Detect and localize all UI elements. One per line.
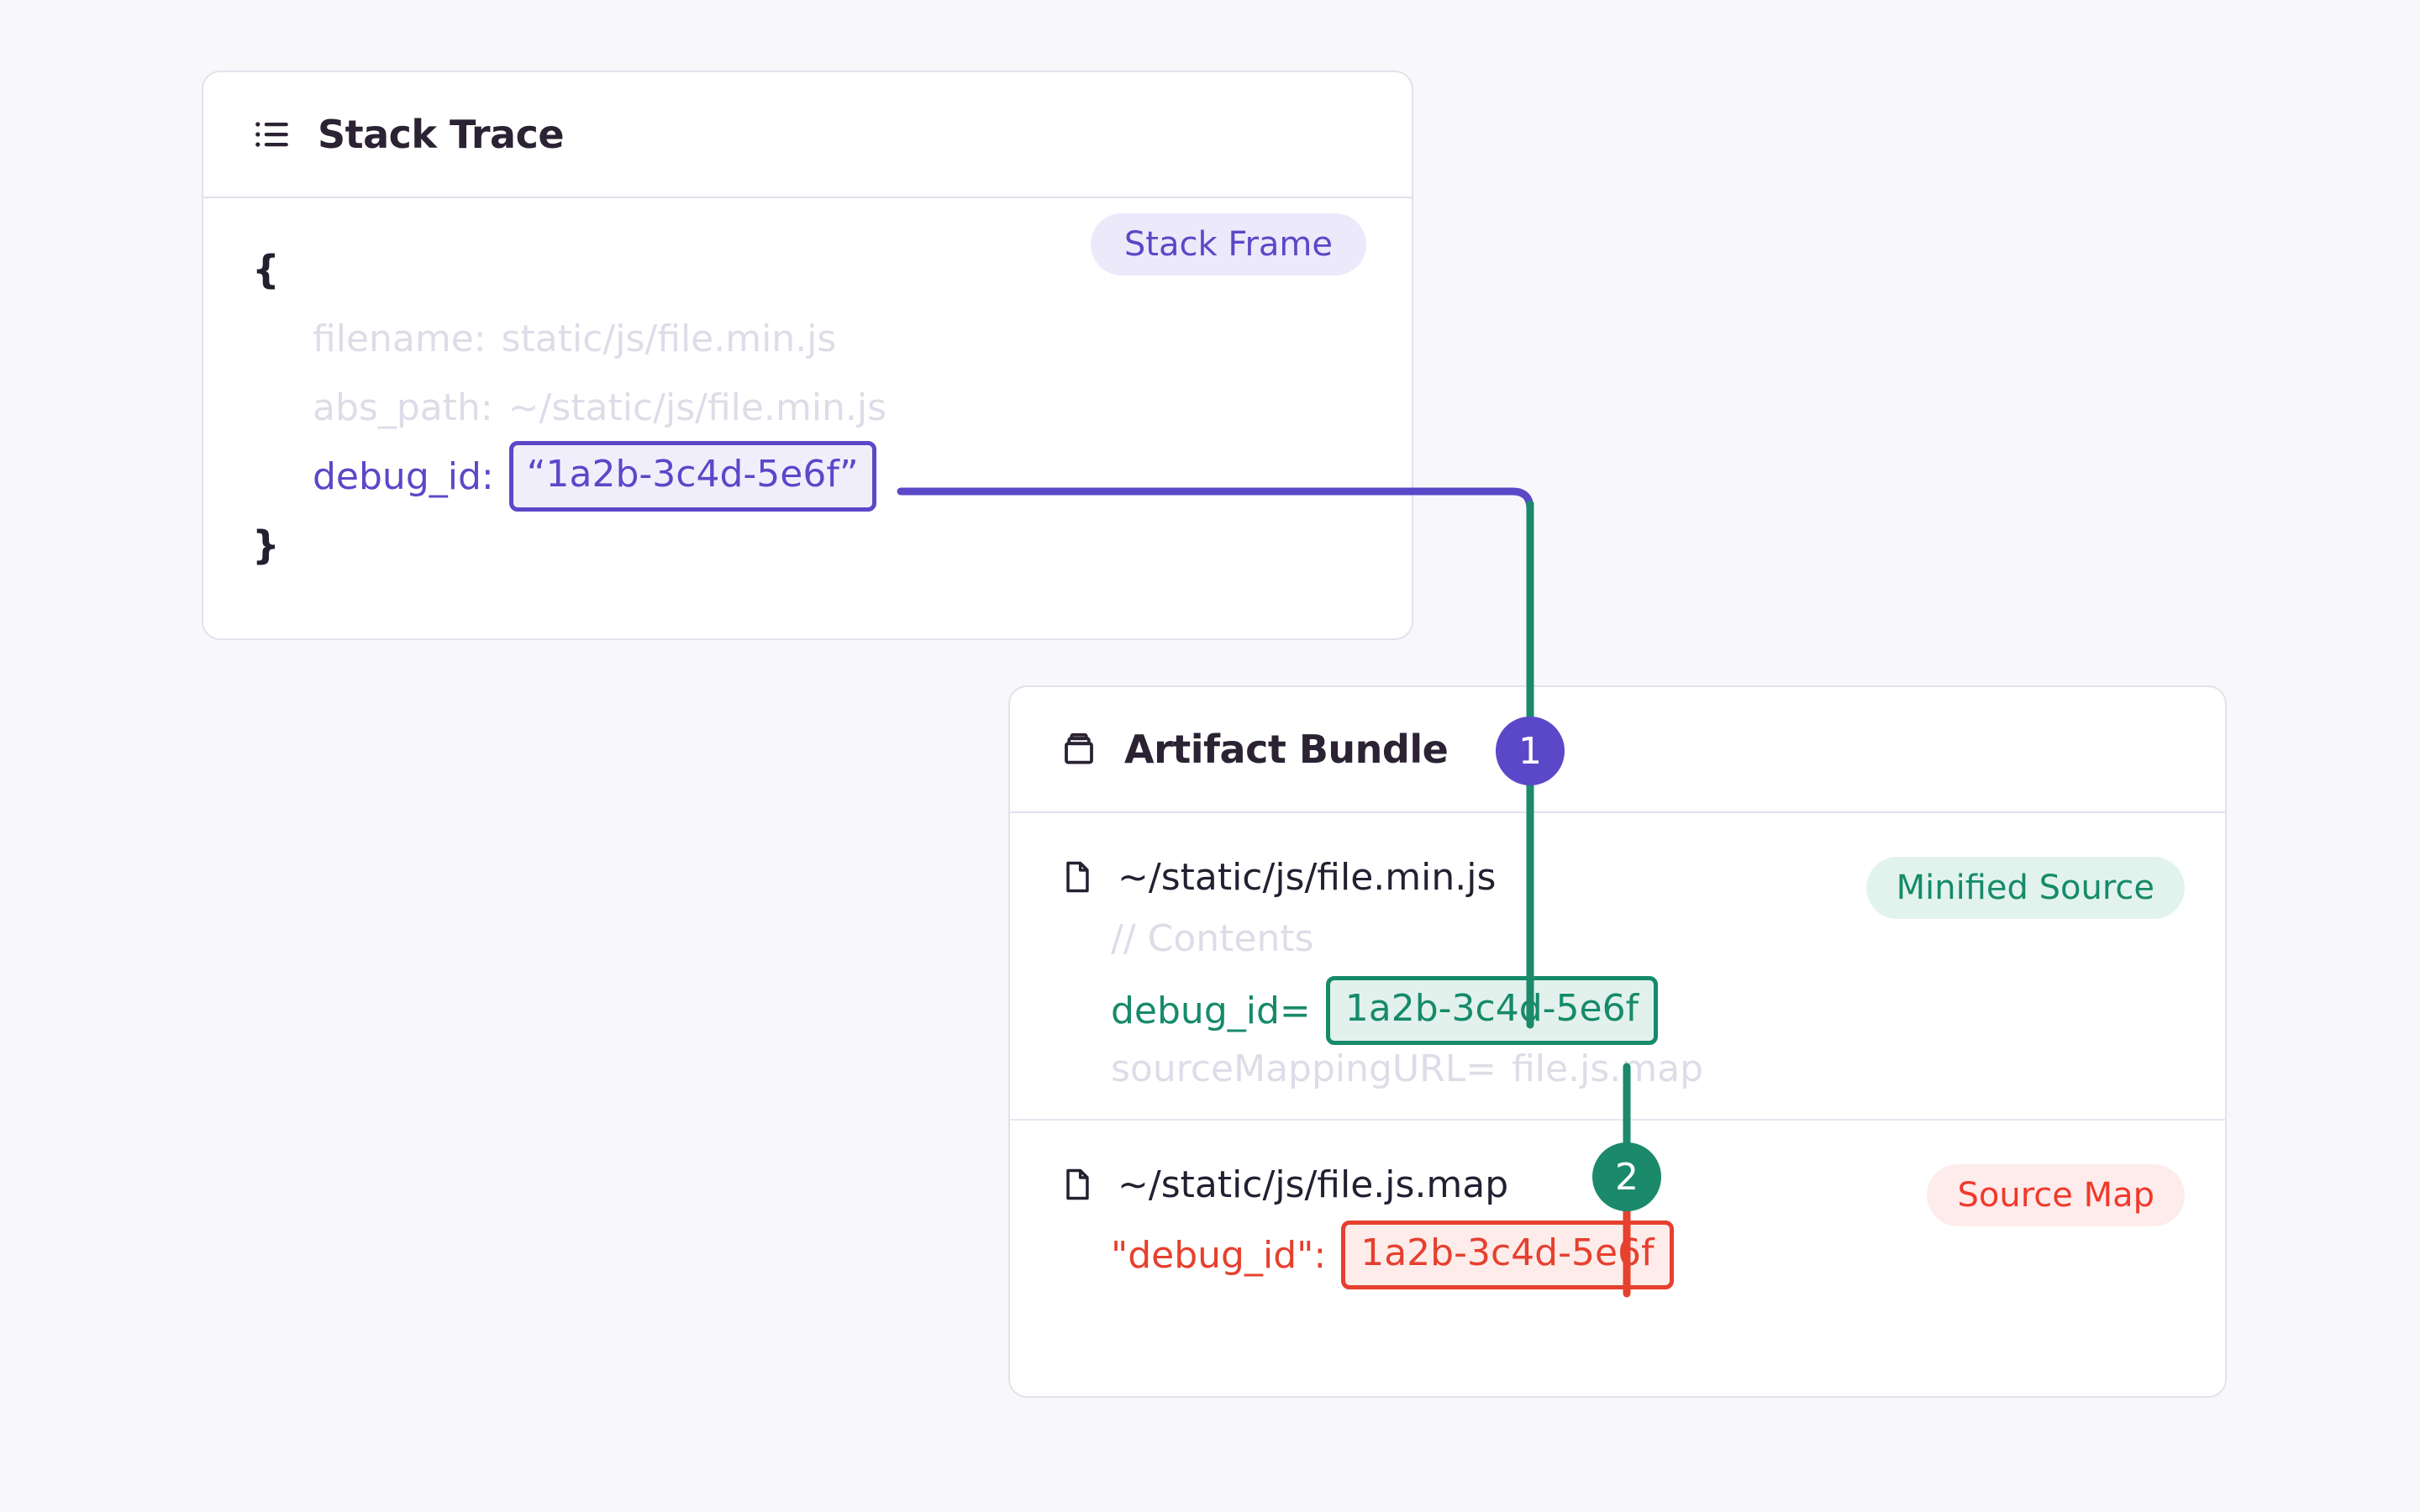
field-abs-path: abs_path: ~/static/js/file.min.js <box>203 373 1412 442</box>
stack-trace-header: Stack Trace <box>203 72 1412 198</box>
file-icon <box>1059 1166 1096 1203</box>
json-open-brace: { <box>252 247 280 292</box>
stack-trace-title: Stack Trace <box>318 112 565 157</box>
minified-contents-comment: // Contents <box>1111 916 1314 960</box>
archive-box-icon <box>1059 729 1099 769</box>
source-map-debug-id-key: "debug_id": <box>1111 1233 1327 1277</box>
field-abs-path-key: abs_path: <box>313 386 493 429</box>
field-filename: filename: static/js/file.min.js <box>203 304 1412 373</box>
minified-debug-id-value[interactable]: 1a2b-3c4d-5e6f <box>1325 976 1659 1045</box>
source-map-file-row[interactable]: ~/static/js/file.js.map <box>1010 1121 2225 1210</box>
stack-trace-body: Stack Frame { filename: static/js/file.m… <box>203 198 1412 580</box>
source-map-badge: Source Map <box>1927 1164 2185 1226</box>
source-map-file-name: ~/static/js/file.js.map <box>1118 1163 1509 1206</box>
artifact-bundle-header: Artifact Bundle <box>1010 687 2225 813</box>
step-marker-2: 2 <box>1592 1142 1661 1211</box>
list-icon <box>252 114 292 155</box>
source-mapping-url-value: file.js.map <box>1512 1047 1703 1090</box>
source-mapping-url-line: sourceMappingURL= file.js.map <box>1010 1047 2225 1119</box>
minified-source-file-name: ~/static/js/file.min.js <box>1118 855 1497 899</box>
artifact-bundle-card: Artifact Bundle Minified Source ~/static… <box>1008 685 2227 1398</box>
field-filename-key: filename: <box>313 317 487 360</box>
source-map-debug-id-line: "debug_id": 1a2b-3c4d-5e6f <box>1010 1210 2225 1300</box>
source-map-debug-id-value[interactable]: 1a2b-3c4d-5e6f <box>1341 1221 1674 1289</box>
artifact-bundle-title: Artifact Bundle <box>1124 727 1449 772</box>
step-marker-1: 1 <box>1496 717 1565 785</box>
json-close-brace: } <box>252 522 280 568</box>
field-abs-path-value: ~/static/js/file.min.js <box>508 386 887 429</box>
minified-source-section: Minified Source ~/static/js/file.min.js … <box>1010 813 2225 1119</box>
source-mapping-url-key: sourceMappingURL= <box>1111 1047 1497 1090</box>
minified-source-file-row[interactable]: ~/static/js/file.min.js <box>1010 813 2225 902</box>
source-map-section: Source Map ~/static/js/file.js.map "debu… <box>1010 1119 2225 1300</box>
file-icon <box>1059 858 1096 895</box>
stack-trace-card: Stack Trace Stack Frame { filename: stat… <box>202 71 1413 640</box>
field-filename-value: static/js/file.min.js <box>501 317 837 360</box>
field-debug-id: debug_id: “1a2b-3c4d-5e6f” <box>203 441 1412 512</box>
minified-debug-id-key: debug_id= <box>1111 989 1311 1032</box>
stacktrace-debug-id-value[interactable]: “1a2b-3c4d-5e6f” <box>508 441 876 512</box>
field-debug-id-key: debug_id: <box>313 454 494 498</box>
minified-debug-id-line: debug_id= 1a2b-3c4d-5e6f <box>1010 974 2225 1047</box>
stack-frame-badge: Stack Frame <box>1090 213 1366 276</box>
minified-source-badge: Minified Source <box>1865 857 2185 919</box>
